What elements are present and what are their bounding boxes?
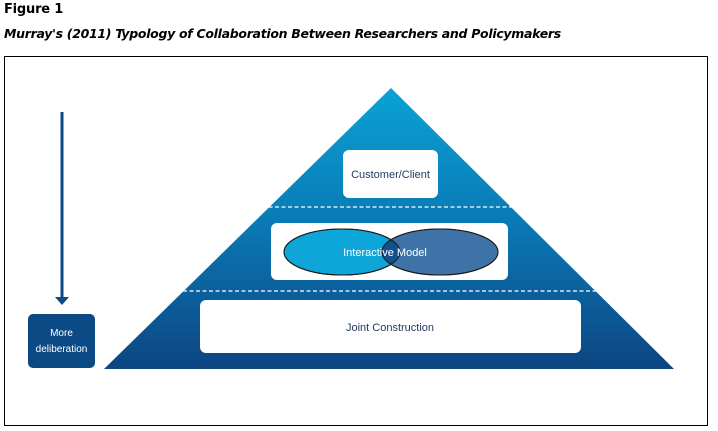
label-box (28, 314, 95, 368)
level-label: Interactive Model (343, 247, 427, 259)
level-interactive-model: Interactive Model (271, 223, 508, 280)
level-customer-client: Customer/Client (343, 150, 438, 198)
figure-label: Figure 1 (4, 2, 64, 17)
figure-title: Murray's (2011) Typology of Collaboratio… (4, 26, 561, 41)
more-deliberation-label-box: More deliberation (28, 314, 95, 368)
level-label: Joint Construction (346, 322, 434, 334)
arrow-head-icon (55, 297, 69, 305)
label-line-2: deliberation (36, 344, 88, 355)
level-label: Customer/Client (351, 169, 430, 181)
label-line-1: More (50, 328, 73, 339)
level-joint-construction: Joint Construction (200, 300, 581, 353)
figure-frame (4, 56, 708, 426)
level-box (343, 150, 438, 198)
level-box (200, 300, 581, 353)
deliberation-arrow (55, 112, 69, 305)
